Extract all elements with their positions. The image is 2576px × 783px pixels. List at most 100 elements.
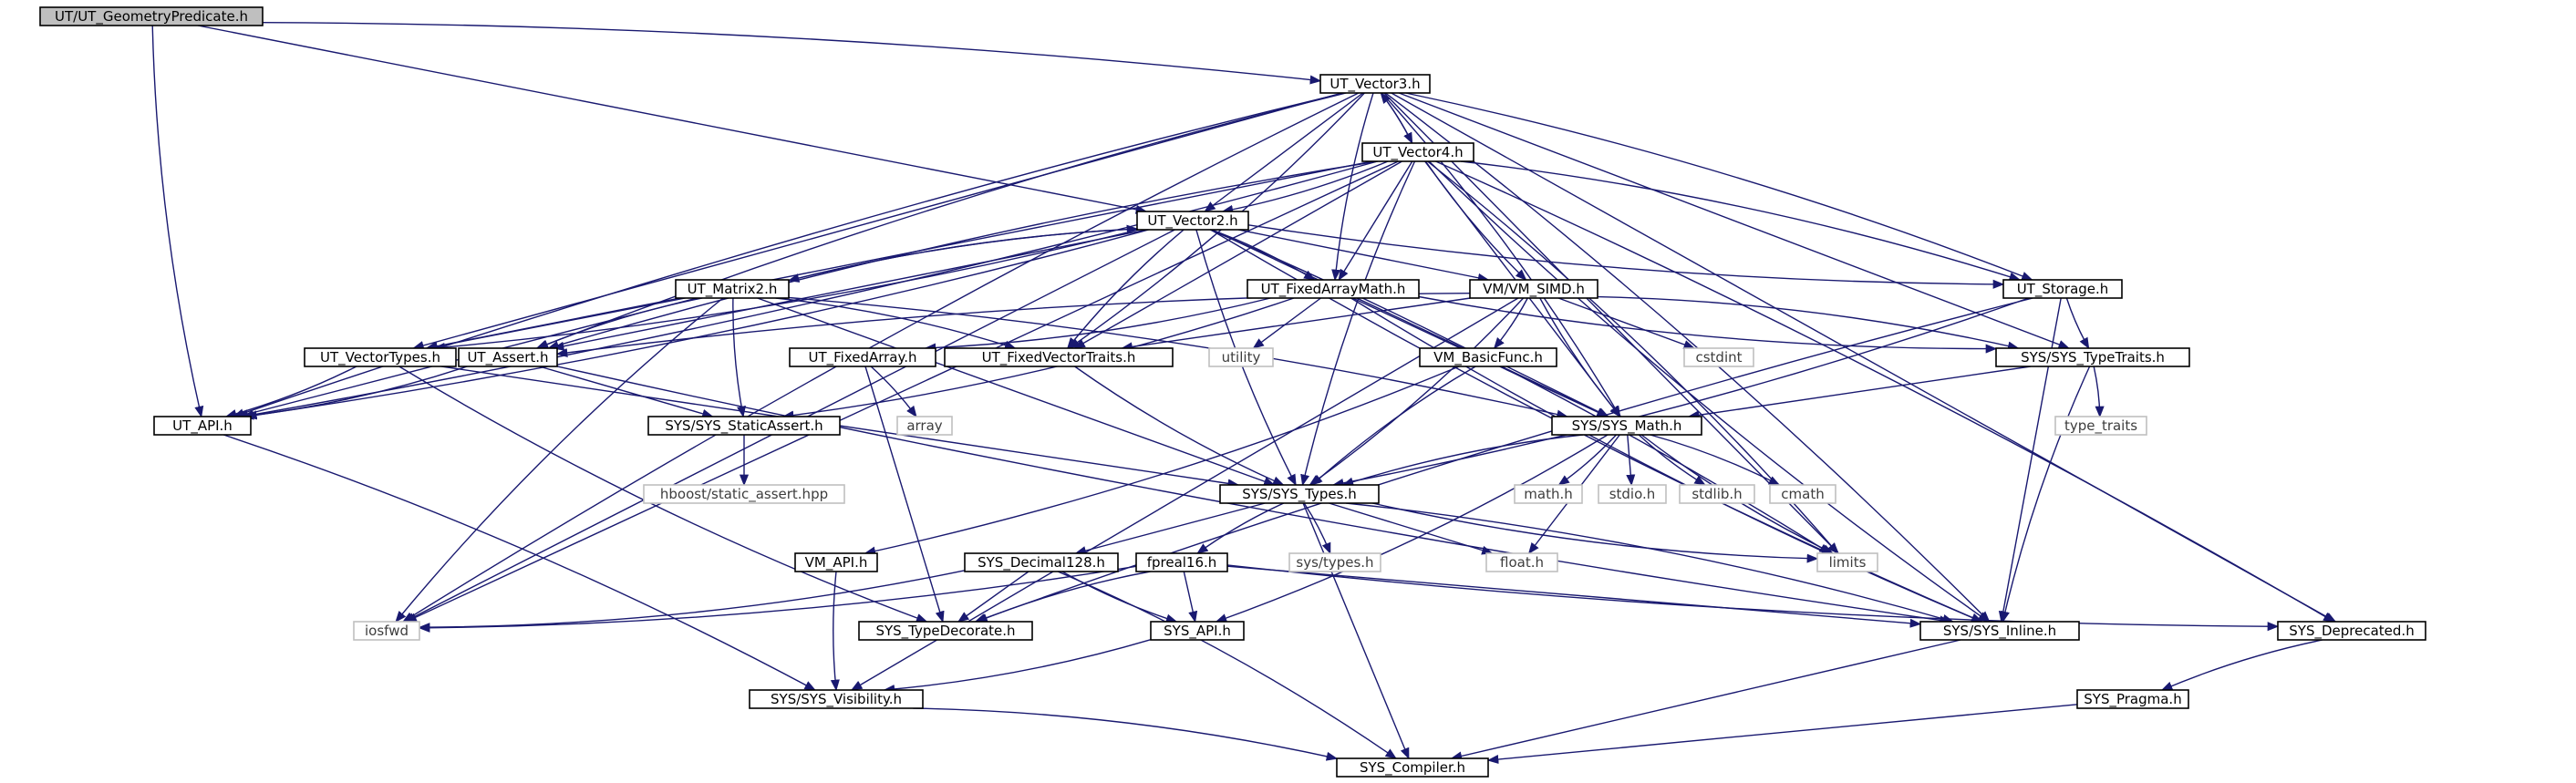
edge-vm_simd-to-sys_types xyxy=(1309,297,1525,486)
node-label: sys/types.h xyxy=(1296,554,1373,571)
node-label: UT/UT_GeometryPredicate.h xyxy=(55,8,248,26)
node-box xyxy=(1361,142,1474,162)
nodes-layer: UT/UT_GeometryPredicate.hUT_Vector3.hUT_… xyxy=(39,6,2426,778)
node-label: UT_Vector3.h xyxy=(1329,76,1420,93)
node-sys-compiler[interactable]: SYS_Compiler.h xyxy=(1336,757,1489,778)
node-ut-matrix2[interactable]: UT_Matrix2.h xyxy=(675,279,790,299)
node-sys-decimal128[interactable]: SYS_Decimal128.h xyxy=(964,552,1119,572)
node-box xyxy=(858,621,1033,641)
edge-ut_assert-to-sys_staticassert xyxy=(539,366,714,418)
node-ut-geometrypredicate[interactable]: UT/UT_GeometryPredicate.h xyxy=(39,6,264,26)
node-label: UT_API.h xyxy=(172,417,233,435)
node-box xyxy=(1514,484,1583,504)
node-label: SYS/SYS_Inline.h xyxy=(1943,623,2056,640)
node-ut-api[interactable]: UT_API.h xyxy=(153,416,252,436)
node-sys-pragma[interactable]: SYS_Pragma.h xyxy=(2076,689,2189,709)
node-box xyxy=(1319,74,1431,94)
node-vm-api[interactable]: VM_API.h xyxy=(794,552,878,572)
edge-sys_types-to-sys_compiler xyxy=(1302,502,1410,760)
node-label: hboost/static_assert.hpp xyxy=(660,486,828,503)
node-ut-vector4[interactable]: UT_Vector4.h xyxy=(1361,142,1474,162)
edge-sys_types-to-sys_decimal128 xyxy=(1074,502,1266,555)
edge-ut_fixedvectortraits-to-sys_types xyxy=(1074,366,1285,486)
node-label: stdlib.h xyxy=(1691,486,1742,502)
node-ut-fixedvectortraits[interactable]: UT_FixedVectorTraits.h xyxy=(944,347,1174,367)
node-label: SYS/SYS_Math.h xyxy=(1572,417,1682,435)
node-hboost-static-assert: hboost/static_assert.hpp xyxy=(643,484,845,504)
edge-sys_types-to-sys_types_h xyxy=(1303,502,1331,555)
edge-ut_vector4-to-ut_vector3 xyxy=(1380,92,1413,144)
edge-ut_vector3-to-ut_vector4 xyxy=(1380,92,1413,145)
edge-ut_matrix2-to-sys_staticassert xyxy=(732,297,746,418)
edge-ut_vector4-to-ut_vector2 xyxy=(1221,160,1389,214)
node-ut-vector2[interactable]: UT_Vector2.h xyxy=(1136,211,1249,231)
node-label: UT_FixedArray.h xyxy=(808,349,916,366)
node-sys-types[interactable]: SYS/SYS_Types.h xyxy=(1219,484,1380,504)
node-label: type_traits xyxy=(2064,417,2137,435)
node-label: cmath xyxy=(1781,486,1824,502)
edge-ut_vector3-to-sys_inline xyxy=(1384,92,1991,623)
node-label: float.h xyxy=(1500,554,1544,571)
node-label: VM/VM_SIMD.h xyxy=(1483,281,1585,298)
node-sys-inline[interactable]: SYS/SYS_Inline.h xyxy=(1919,621,2080,641)
edge-sys_math-to-stdlib_h xyxy=(1638,434,1706,486)
node-ut-fixedarray[interactable]: UT_FixedArray.h xyxy=(789,347,936,367)
node-ut-fixedarraymath[interactable]: UT_FixedArrayMath.h xyxy=(1247,279,1420,299)
edge-ut_vector4-to-sys_deprecated xyxy=(1435,160,2335,623)
node-vm-simd[interactable]: VM/VM_SIMD.h xyxy=(1469,279,1598,299)
node-sys-deprecated[interactable]: SYS_Deprecated.h xyxy=(2277,621,2426,641)
node-box xyxy=(1919,621,2080,641)
node-utility: utility xyxy=(1208,347,1274,367)
node-array: array xyxy=(896,416,953,436)
edge-ut_fixedarraymath-to-utility xyxy=(1252,297,1321,349)
edge-vm_simd-to-cstdint xyxy=(1557,297,1696,349)
edge-sys_types-to-sys_inline xyxy=(1346,502,1955,623)
edge-vm_simd-to-ut_fixedvectortraits xyxy=(1121,297,1471,352)
node-box xyxy=(1219,484,1380,504)
edge-fpreal16-to-sys_api xyxy=(1183,571,1198,623)
node-box xyxy=(675,279,790,299)
node-box xyxy=(2277,621,2426,641)
edge-vm_basicfunc-to-vm_api xyxy=(864,366,1460,556)
node-box xyxy=(1336,757,1489,778)
node-sys-visibility[interactable]: SYS/SYS_Visibility.h xyxy=(749,689,924,709)
node-iosfwd: iosfwd xyxy=(353,621,420,641)
node-ut-vectortypes[interactable]: UT_VectorTypes.h xyxy=(304,347,457,367)
node-sys-staticassert[interactable]: SYS/SYS_StaticAssert.h xyxy=(647,416,841,436)
node-label: SYS/SYS_TypeTraits.h xyxy=(2021,349,2165,366)
edge-ut_matrix2-to-ut_fixedvectortraits xyxy=(775,297,1017,350)
node-box xyxy=(153,416,252,436)
node-label: SYS/SYS_Types.h xyxy=(1242,486,1357,503)
node-sys-typedecorate[interactable]: SYS_TypeDecorate.h xyxy=(858,621,1033,641)
node-label: SYS_Pragma.h xyxy=(2084,691,2181,708)
edge-sys_typetraits-to-type_traits xyxy=(2093,366,2105,418)
edge-ut_vector3-to-sys_typetraits xyxy=(1398,92,2070,349)
node-ut-storage[interactable]: UT_Storage.h xyxy=(2002,279,2123,299)
node-sys-typetraits[interactable]: SYS/SYS_TypeTraits.h xyxy=(1995,347,2190,367)
node-fpreal16[interactable]: fpreal16.h xyxy=(1135,552,1228,572)
edge-ut_vector3-to-ut_vectortypes xyxy=(412,92,1342,350)
edge-sys_visibility-to-sys_compiler xyxy=(913,707,1339,761)
edge-ut_matrix2-to-ut_vectortypes xyxy=(426,297,686,351)
node-ut-assert[interactable]: UT_Assert.h xyxy=(458,347,558,367)
node-label: stdio.h xyxy=(1609,486,1656,502)
edge-fpreal16-to-iosfwd xyxy=(418,565,1137,633)
node-vm-basicfunc[interactable]: VM_BasicFunc.h xyxy=(1419,347,1557,367)
node-sys-api[interactable]: SYS_API.h xyxy=(1150,621,1245,641)
node-label: math.h xyxy=(1524,486,1572,502)
edge-fpreal16-to-sys_deprecated xyxy=(1226,564,2280,632)
edge-ut_geometrypredicate-to-ut_vector3 xyxy=(262,22,1322,85)
node-box xyxy=(643,484,845,504)
node-sys-math[interactable]: SYS/SYS_Math.h xyxy=(1551,416,1702,436)
edge-ut_vector2-to-ut_fixedvectortraits xyxy=(1067,229,1185,349)
node-stdio-h: stdio.h xyxy=(1598,484,1667,504)
node-ut-vector3[interactable]: UT_Vector3.h xyxy=(1319,74,1431,94)
edge-ut_vector4-to-ut_fixedvectortraits xyxy=(1073,160,1402,349)
edge-ut_fixedarraymath-to-ut_fixedarray xyxy=(924,297,1271,353)
edge-ut_geometrypredicate-to-ut_api xyxy=(151,25,204,418)
edge-sys_decimal128-to-sys_compiler xyxy=(1057,571,1397,759)
node-label: VM_API.h xyxy=(805,554,868,572)
edge-ut_vector4-to-ut_fixedarraymath xyxy=(1338,160,1413,282)
node-box xyxy=(944,347,1174,367)
